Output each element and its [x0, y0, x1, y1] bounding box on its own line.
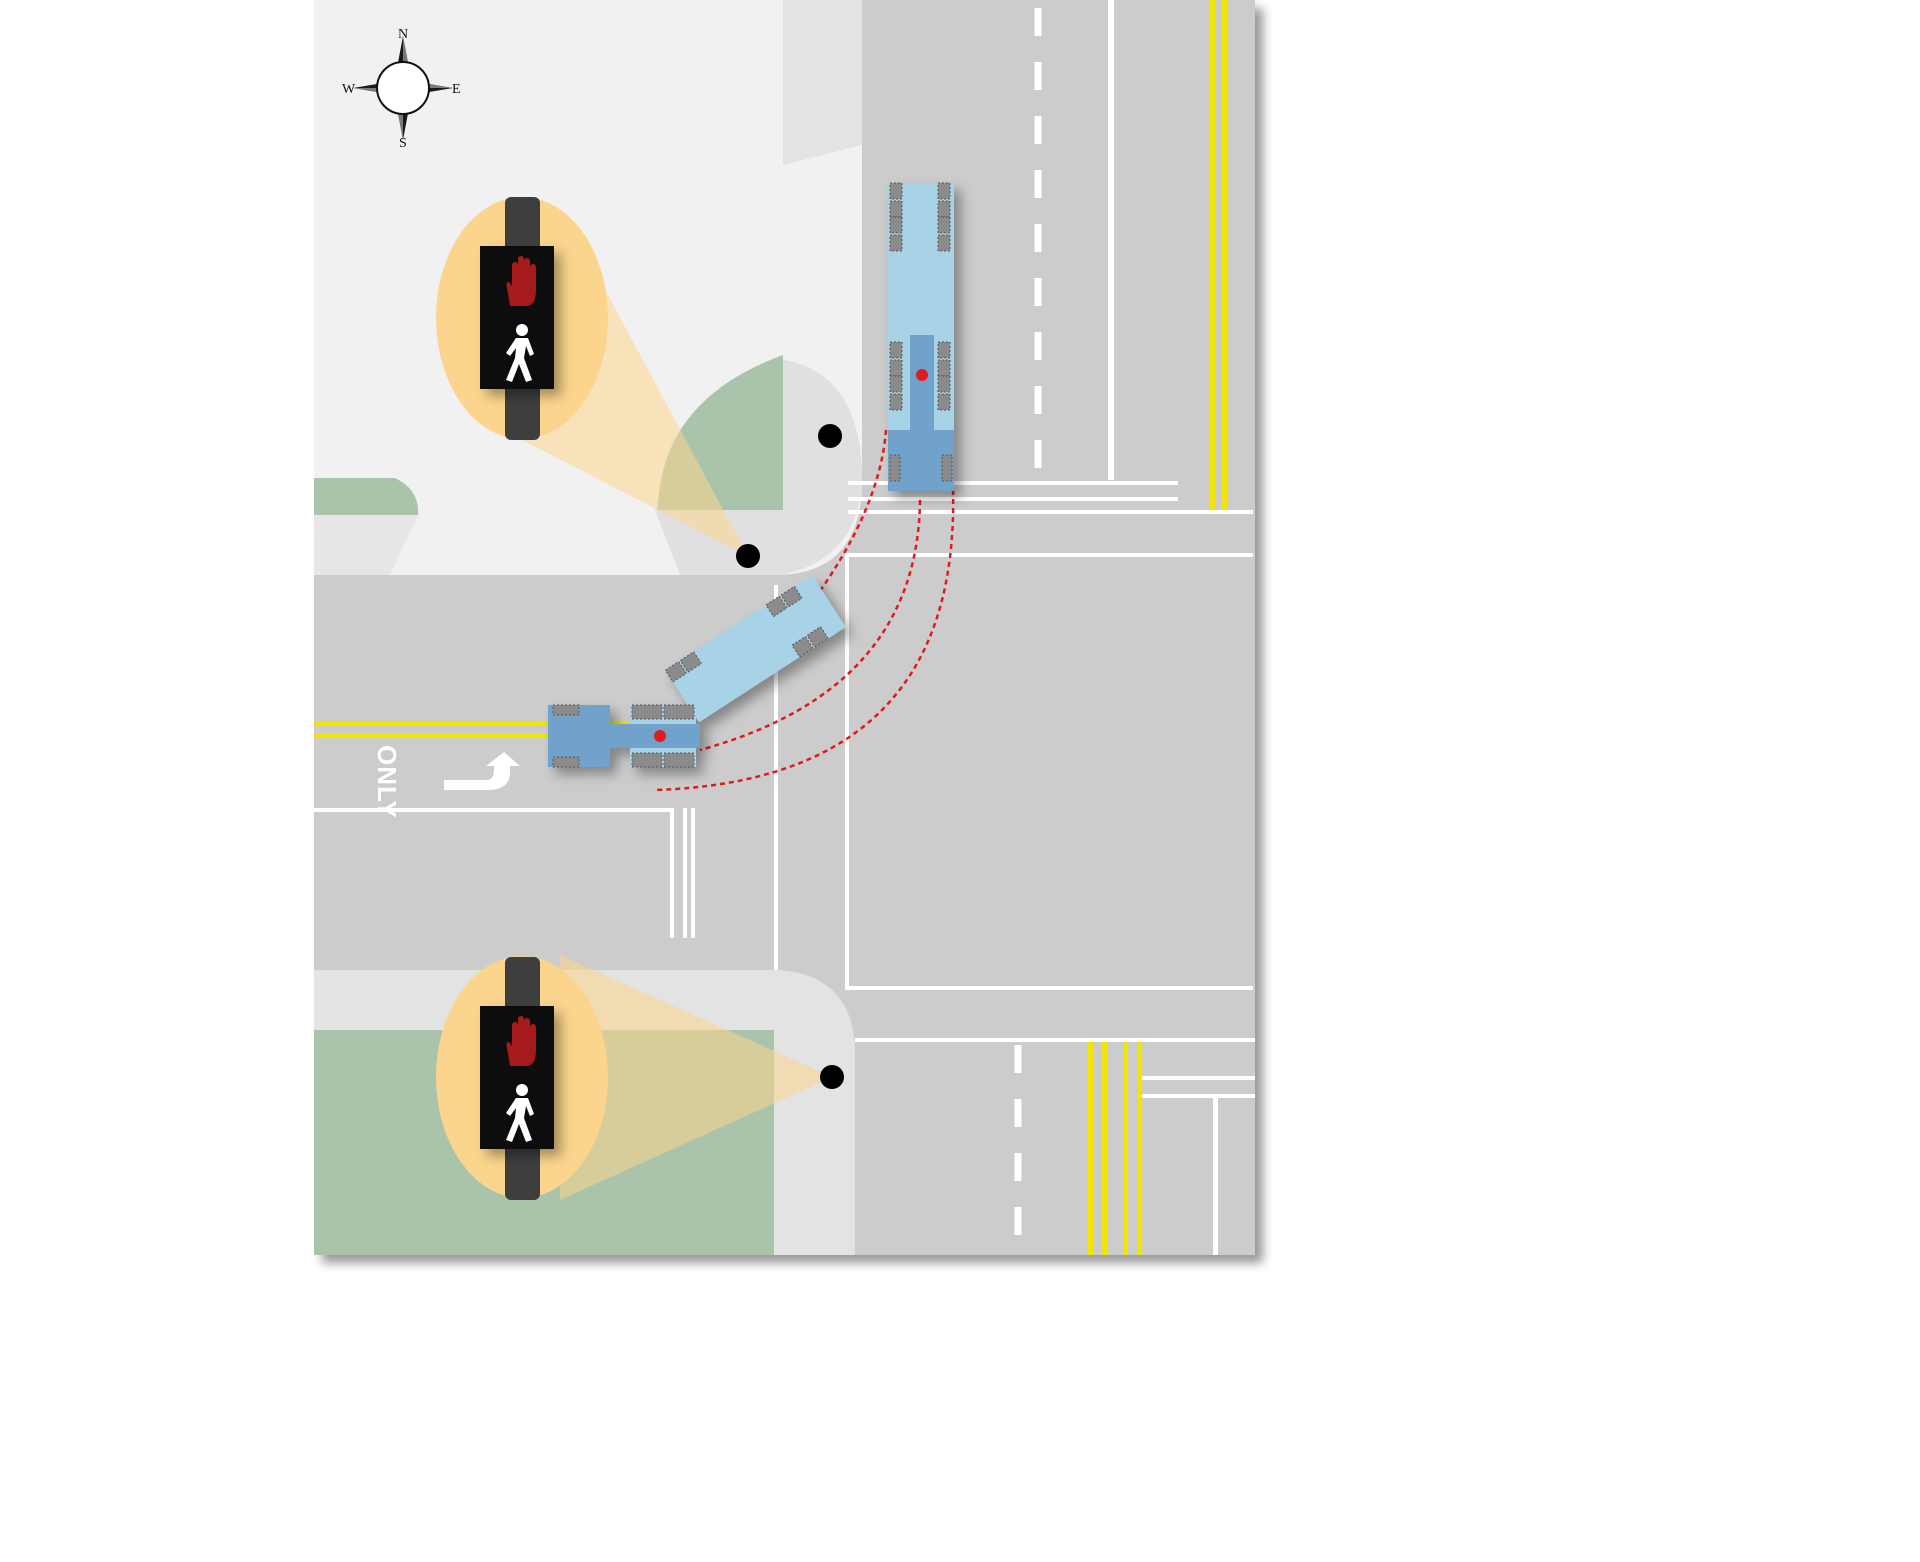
northwest-curb-strip	[783, 0, 862, 165]
stop-hand-red-icon	[506, 256, 536, 306]
bus-turn-path	[654, 429, 955, 792]
compass-east-label: E	[452, 82, 461, 97]
bus-before-turn	[888, 182, 954, 491]
south-road-markings	[1014, 1042, 1255, 1255]
compass-icon	[353, 36, 453, 140]
stop-hand-red-icon	[506, 1016, 536, 1066]
north-road-markings	[1034, 0, 1227, 510]
intersection-diagram: ONLY	[314, 0, 1255, 1255]
bus-pivot-point	[916, 369, 928, 381]
compass-south-label: S	[399, 136, 407, 151]
left-turn-only-label: ONLY	[372, 745, 402, 819]
northwest-walk-ramp	[314, 515, 418, 575]
northwest-grass-strip	[314, 478, 419, 515]
walk-person-white-icon	[506, 324, 534, 382]
bus-during-left-turn	[548, 574, 846, 768]
south-crosswalk	[855, 1038, 1255, 1042]
west-road-markings	[314, 721, 695, 938]
compass-west-label: W	[342, 82, 356, 97]
left-turn-arrow	[444, 752, 520, 790]
bus-pivot-point	[654, 730, 666, 742]
compass-north-label: N	[398, 27, 408, 42]
north-crosswalk	[848, 481, 1253, 514]
southwest-signal-view-cone	[560, 955, 832, 1200]
intersection-stop-lines	[774, 553, 1253, 990]
southwest-pole-dot	[820, 1065, 844, 1089]
north-curb-pole-dot	[818, 424, 842, 448]
compass-rose: N E S W	[342, 27, 461, 151]
southwest-pedestrian-signal-callout	[436, 956, 608, 1200]
northwest-pole-dot	[736, 544, 760, 568]
northwest-pedestrian-signal-callout	[436, 197, 608, 440]
walk-person-white-icon	[506, 1084, 534, 1142]
